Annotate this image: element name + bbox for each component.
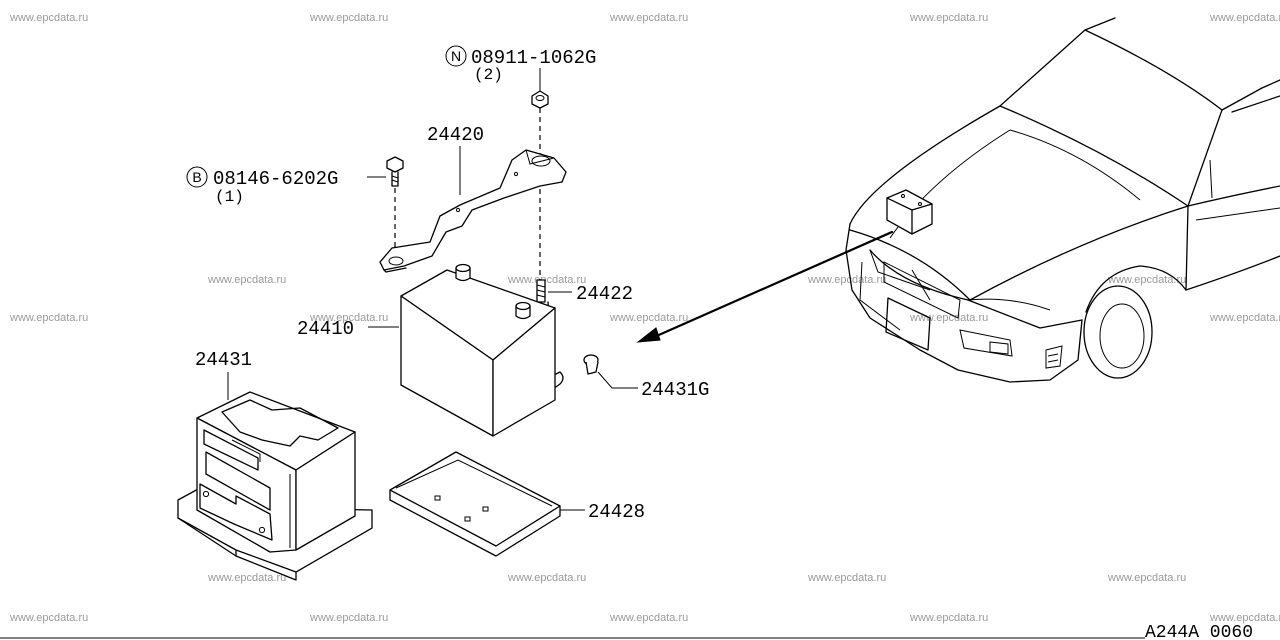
nut-part-number: 08911-1062G [471,47,596,69]
watermark-text: www.epcdata.ru [1209,312,1280,324]
battery-part-number: 24410 [297,318,354,340]
watermark-text: www.epcdata.ru [507,274,586,286]
nut-symbol: N [451,48,461,64]
tray-callout: 24428 [560,501,645,523]
watermark-text: www.epcdata.ru [909,12,988,24]
watermark-text: www.epcdata.ru [1107,274,1186,286]
bolt-part [386,156,404,187]
cover-part-number: 24431 [195,349,252,371]
watermark-layer: www.epcdata.ru www.epcdata.ru www.epcdata.… [9,12,1280,624]
car-illustration [845,17,1280,383]
watermark-text: www.epcdata.ru [9,12,88,24]
watermark-text: www.epcdata.ru [609,612,688,624]
nut-symbol-circle [445,45,467,67]
watermark-text: www.epcdata.ru [309,612,388,624]
watermark-text: www.epcdata.ru [609,312,688,324]
watermark-text: www.epcdata.ru [807,572,886,584]
watermark-text: www.epcdata.ru [807,274,886,286]
watermark-text: www.epcdata.ru [609,12,688,24]
bolt-part-number: 08146-6202G [213,168,338,190]
bolt-symbol-circle [186,166,208,188]
nut-quantity: (2) [474,66,503,84]
watermark-text: www.epcdata.ru [909,312,988,324]
clip-callout: 24431G [597,371,709,401]
battery-callout: 24410 [297,318,399,340]
cover-callout: 24431 [195,349,252,400]
watermark-text: www.epcdata.ru [309,312,388,324]
battery-part [400,263,556,437]
watermark-text: www.epcdata.ru [1209,12,1280,24]
bracket-part-number: 24420 [427,124,484,146]
watermark-text: www.epcdata.ru [207,572,286,584]
watermark-text: www.epcdata.ru [9,312,88,324]
rod-part-number: 24422 [576,283,633,305]
watermark-text: www.epcdata.ru [309,12,388,24]
clip-leader [597,371,638,389]
bracket-part [379,149,567,273]
watermark-text: www.epcdata.ru [909,612,988,624]
bolt-quantity: (1) [215,188,244,206]
clip-part [583,354,599,375]
watermark-text: www.epcdata.ru [9,612,88,624]
watermark-text: www.epcdata.ru [1107,572,1186,584]
clip-part-number: 24431G [641,379,709,401]
watermark-text: www.epcdata.ru [207,274,286,286]
nut-part [531,90,549,109]
cover-part [177,391,373,581]
tray-part-number: 24428 [588,501,645,523]
watermark-text: www.epcdata.ru [1209,612,1280,624]
location-arrow [636,230,894,343]
diagram-code: A244A 0060 [1145,623,1253,640]
nut-callout: N 08911-1062G (2) [445,45,596,92]
tray-part [389,451,561,557]
rod-callout: 24422 [548,283,633,305]
bolt-callout: B 08146-6202G (1) [186,166,386,206]
bolt-symbol: B [192,169,201,185]
bracket-callout: 24420 [427,124,484,195]
watermark-text: www.epcdata.ru [507,572,586,584]
